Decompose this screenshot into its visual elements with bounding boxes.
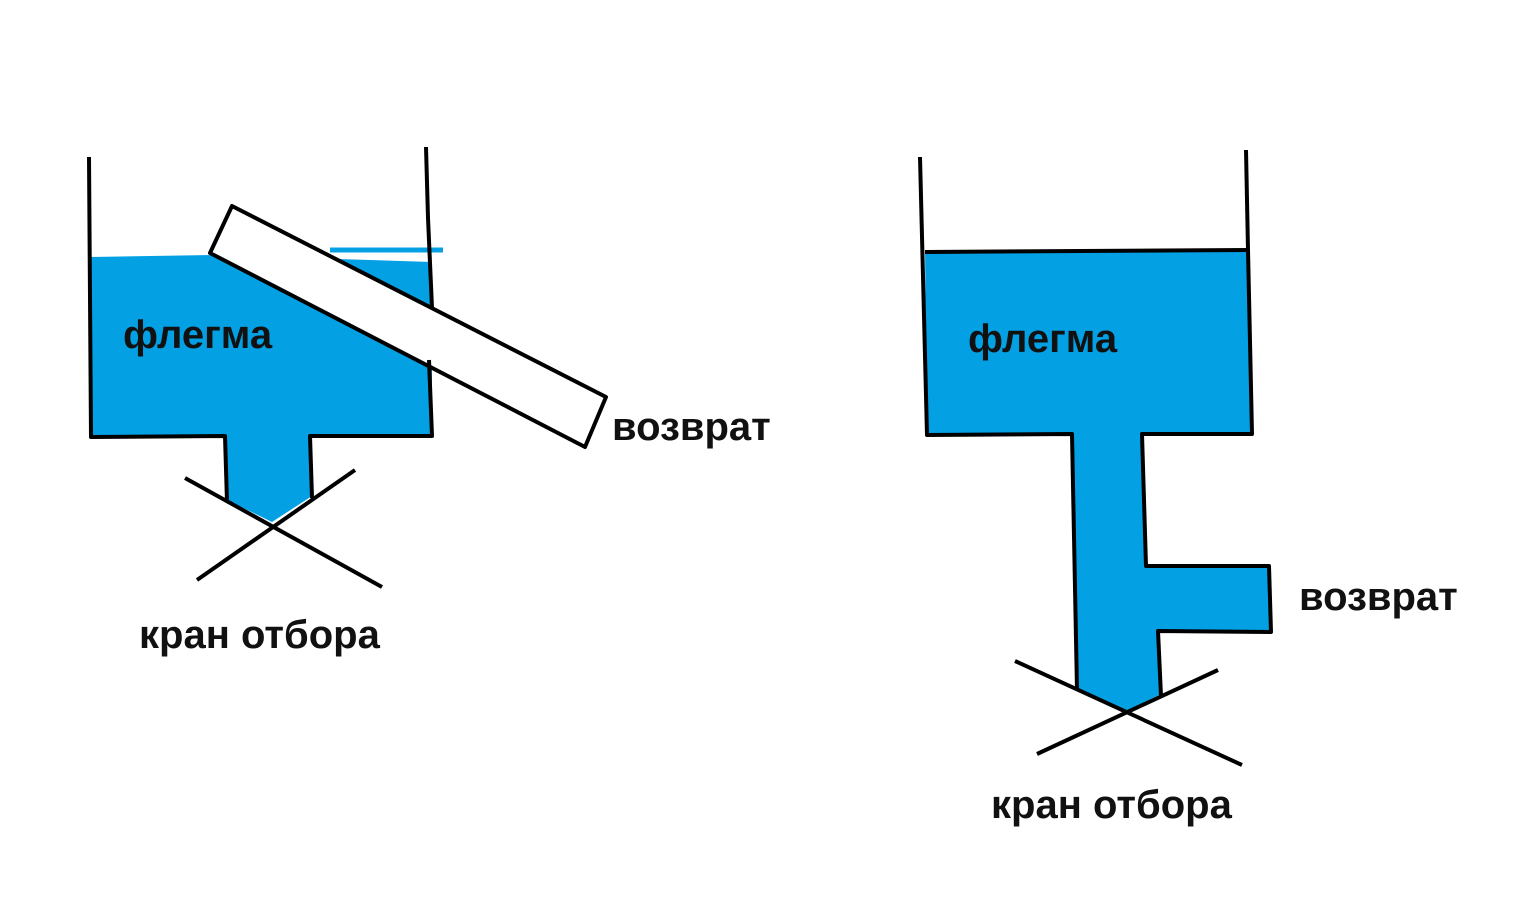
left-valve-label: кран отбора <box>139 613 381 657</box>
right-valve-line-2 <box>1036 668 1219 756</box>
left-return-pipe <box>208 204 608 449</box>
left-tank-right-wall-lower <box>308 359 434 499</box>
left-tank-left-wall <box>87 156 229 503</box>
right-valve-label: кран отбора <box>991 783 1233 827</box>
left-return-label: возврат <box>612 405 771 449</box>
right-return-label: возврат <box>1299 575 1458 619</box>
left-valve-line-2 <box>195 468 357 582</box>
left-diagram: флегма возврат кран отбора <box>87 146 771 657</box>
right-liquid-label: флегма <box>968 317 1118 361</box>
right-liquid-surface <box>924 248 1249 254</box>
right-tank-left-wall <box>918 156 1079 691</box>
right-diagram: флегма возврат кран отбора <box>918 149 1458 827</box>
left-liquid-label: флегма <box>123 313 273 357</box>
right-tank-right-wall <box>1140 149 1273 697</box>
left-valve-line-1 <box>184 476 383 589</box>
left-tank-right-wall-upper <box>424 146 434 309</box>
right-liquid <box>925 250 1271 711</box>
